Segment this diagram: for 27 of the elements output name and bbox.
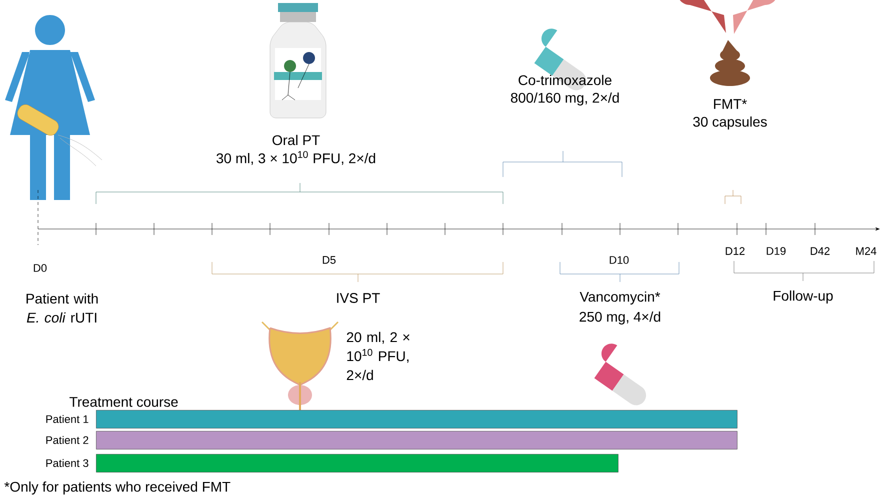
text-label: 20 ml, 2 × 10$^{10}$ PFU, 2×/d	[346, 332, 410, 380]
timeline-bar	[96, 410, 738, 428]
timeline-bar	[96, 431, 738, 450]
timeline-label: M24	[856, 247, 876, 255]
text-label: 800/160 mg, 2×/d	[510, 92, 619, 106]
text-label: 30 capsules	[693, 116, 767, 130]
timeline-label: D10	[610, 256, 629, 264]
footnote: *Only for patients who received FMT	[4, 481, 230, 494]
text-label: 250 mg, 4×/d	[580, 311, 660, 325]
text-label: 30 ml, 3 × 10$^{10}$ PFU, 2×/d	[216, 151, 376, 165]
text-label: Patient with E. coli rUTI	[26, 293, 98, 323]
timeline-label: D0	[34, 264, 47, 272]
timeline-label: D19	[766, 247, 786, 255]
text-label: Oral PT	[272, 134, 320, 146]
timeline-label: D5	[322, 256, 336, 264]
row-label: Patient 2	[46, 436, 88, 444]
text-label: IVS PT	[337, 293, 380, 303]
timeline-label: D42	[810, 247, 830, 255]
text-label: Vancomycin*	[580, 291, 660, 305]
text-label: FMT*	[714, 99, 747, 109]
section-heading: Treatment course	[70, 397, 178, 407]
row-label: Patient 3	[46, 458, 88, 468]
text-label: Follow-up	[774, 290, 833, 304]
row-label: Patient 1	[46, 414, 88, 424]
text-label: Co-trimoxazole	[518, 74, 612, 86]
timeline-label: D12	[726, 247, 745, 255]
timeline-bar	[96, 454, 618, 472]
